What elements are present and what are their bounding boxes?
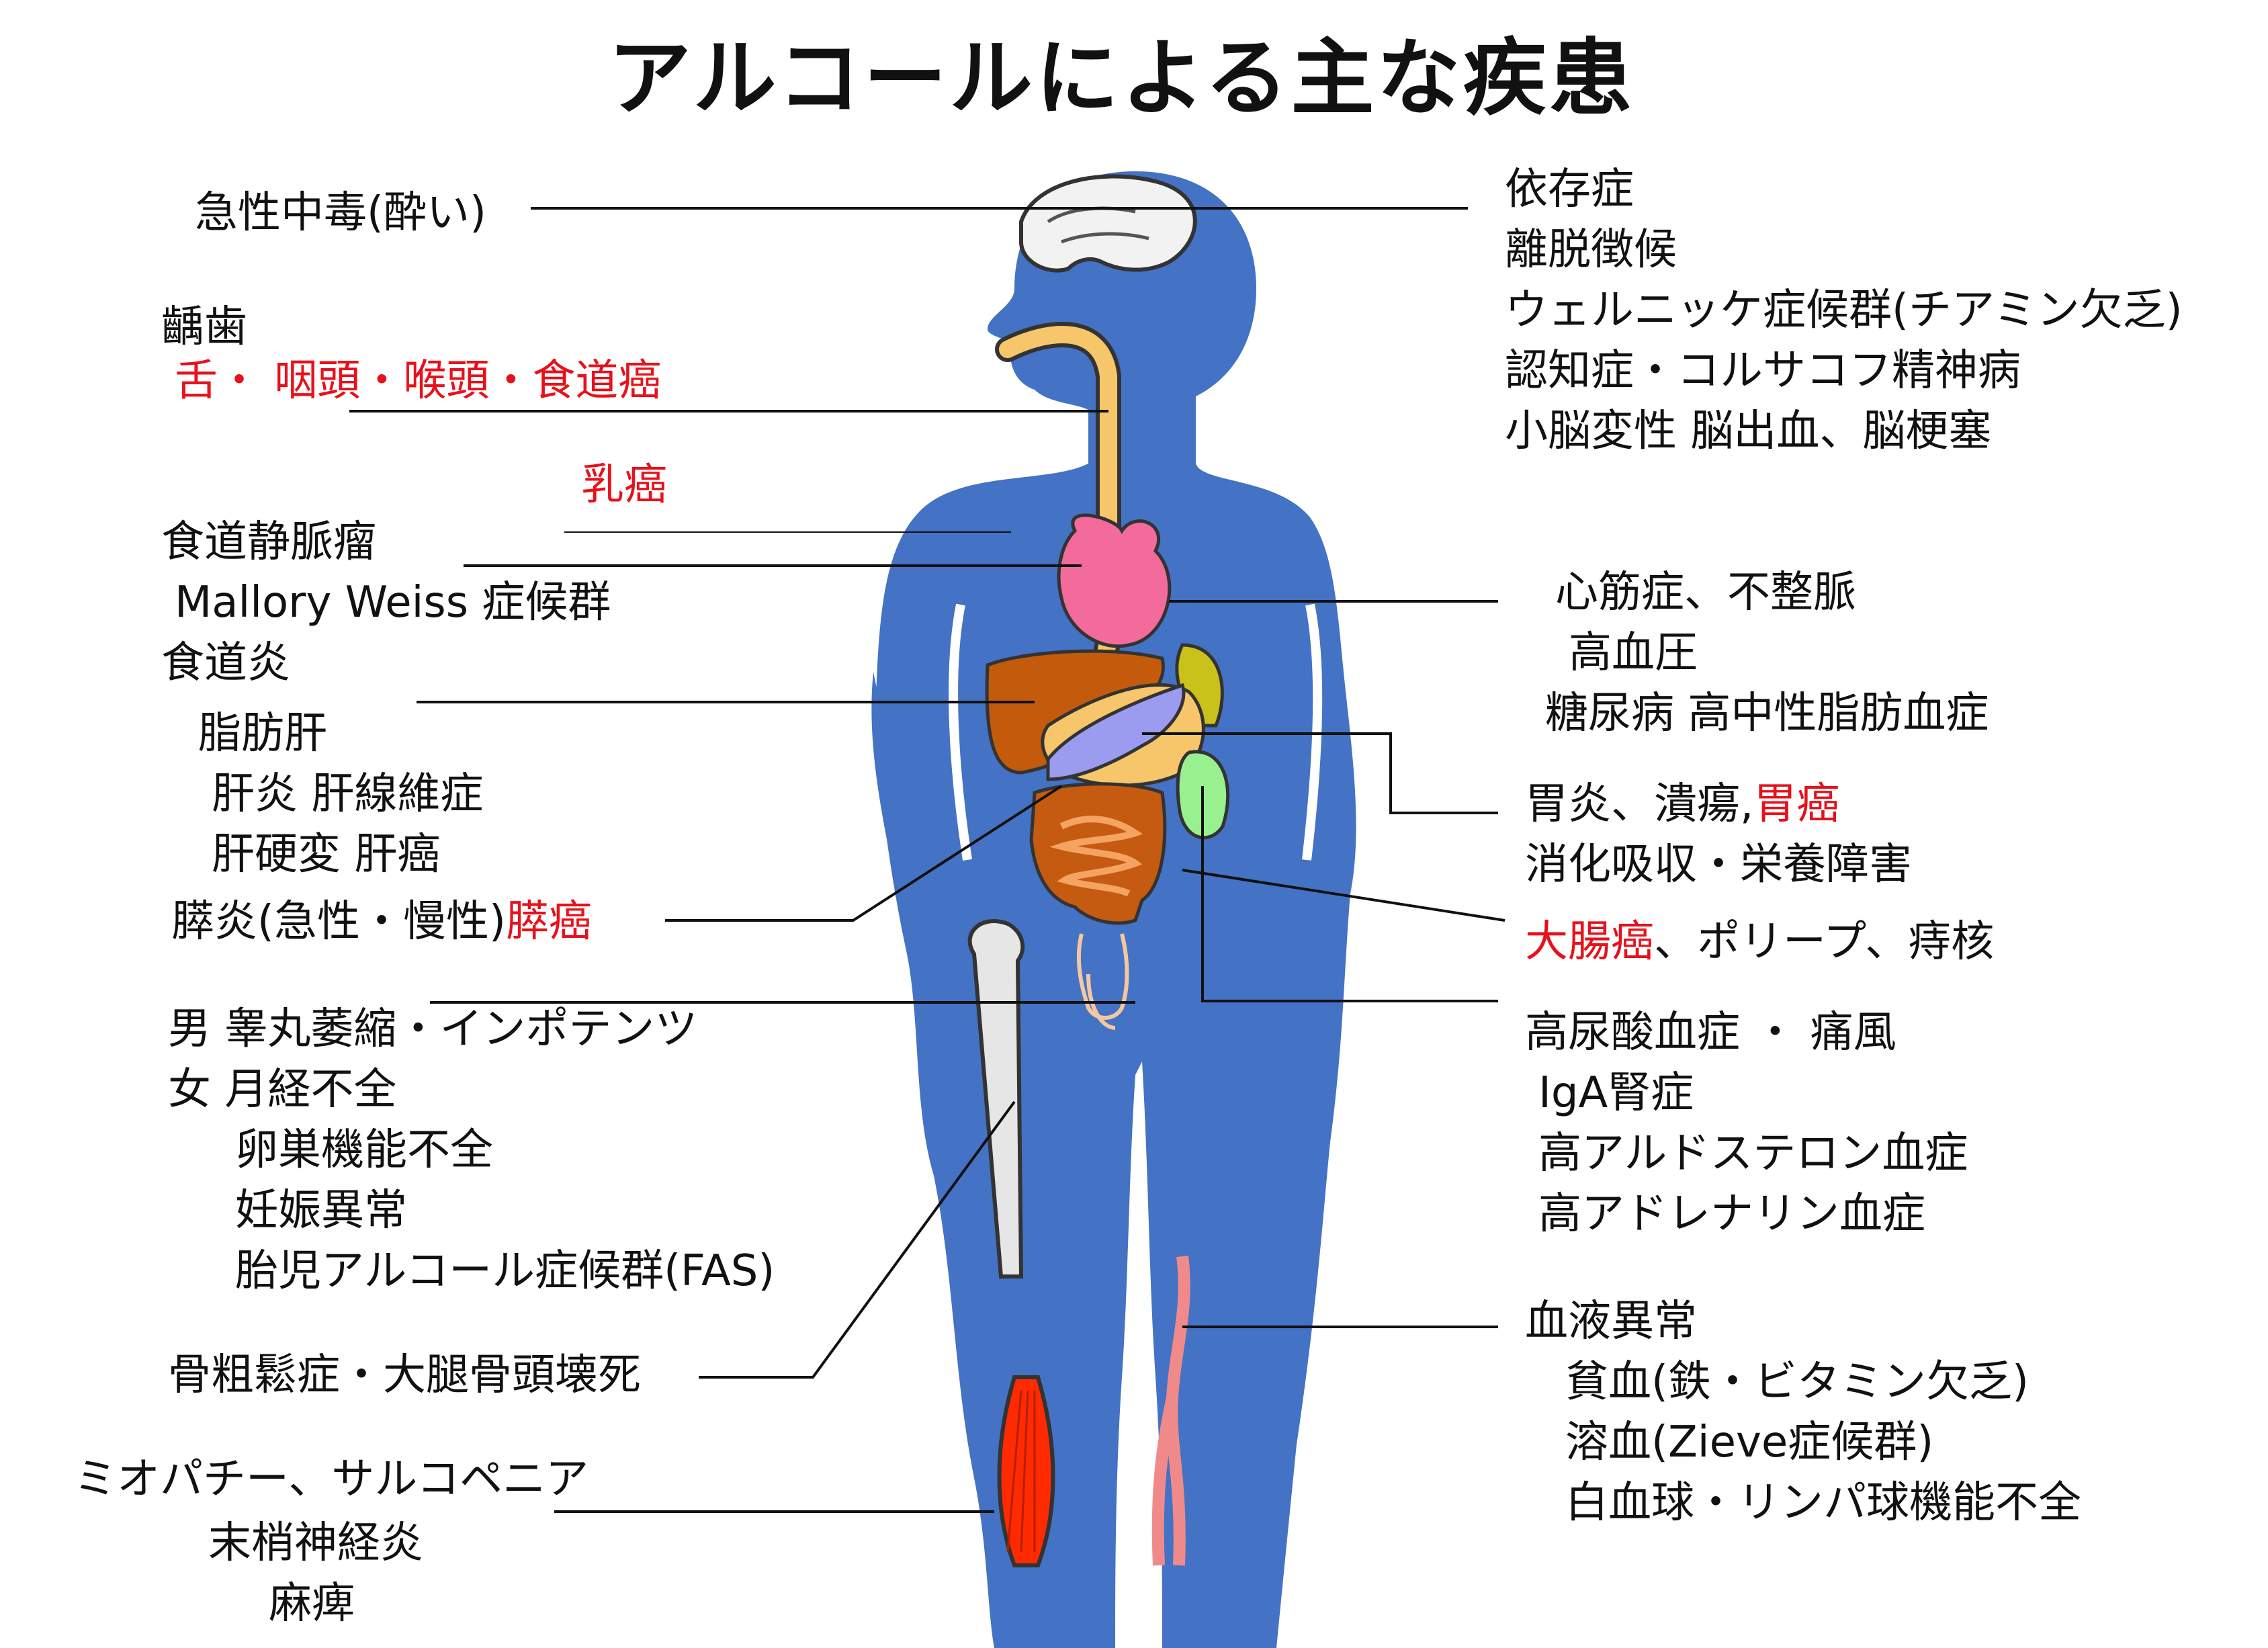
label-pancreatitis: 膵炎(急性・慢性)膵癌: [171, 900, 592, 943]
muscle-icon: [997, 1375, 1055, 1567]
left-arm-gap: [949, 603, 972, 861]
muscle-fiber-lines: [1006, 1390, 1036, 1553]
label-esophagitis: 食道炎: [161, 638, 290, 688]
leader-gastric: [1142, 732, 1498, 814]
small-intestine-icon: [1049, 816, 1143, 897]
label-anemia: 貧血(鉄・ビタミン欠乏): [1565, 1357, 2029, 1407]
label-paralysis: 麻痺: [269, 1579, 355, 1629]
label-cardiomyopathy: 心筋症、不整脈: [1555, 568, 1856, 617]
label-gastritis: 胃炎、潰瘍,胃癌: [1525, 783, 1839, 826]
label-dementia: 認知症・コルサコフ精神病: [1505, 346, 2021, 396]
pancreatitis-text: 膵炎(急性・慢性): [171, 897, 506, 947]
genital-icon: [1086, 973, 1116, 1030]
label-aldosteronism: 高アルドステロン血症: [1538, 1129, 1968, 1178]
polyp-text: 、ポリープ、痔核: [1654, 917, 1995, 967]
label-cirrhosis: 肝硬変 肝癌: [212, 830, 441, 879]
label-hypertension: 高血圧: [1569, 628, 1698, 678]
label-osteoporosis: 骨粗鬆症・大腿骨頭壊死: [168, 1350, 641, 1400]
gastritis-text: 胃炎、潰瘍,: [1525, 779, 1754, 829]
label-hepatitis: 肝炎 肝線維症: [212, 769, 484, 819]
right-arm-gap: [1302, 603, 1323, 861]
label-myopathy: ミオパチー、サルコペニア: [74, 1455, 589, 1504]
label-withdrawal: 離脱徴候: [1505, 225, 1677, 275]
brain-icon: [1019, 174, 1197, 273]
label-cerebellar: 小脳変性 脳出血、脳梗塞: [1505, 406, 1992, 456]
blood-vessel-branch: [1151, 1396, 1178, 1566]
heart-icon: [1057, 513, 1172, 648]
label-blood-abnormality: 血液異常: [1525, 1297, 1697, 1346]
leader-pancreas: [665, 785, 1063, 922]
label-dependence: 依存症: [1505, 165, 1634, 214]
label-wbc: 白血球・リンパ球機能不全: [1565, 1478, 2081, 1528]
label-adrenaline: 高アドレナリン血症: [1538, 1189, 1925, 1239]
gastric-cancer-text: 胃癌: [1753, 779, 1840, 829]
label-mallory-weiss: Mallory Weiss 症候群: [175, 578, 611, 627]
label-neuritis: 末梢神経炎: [208, 1518, 423, 1568]
label-diabetes: 糖尿病 高中性脂肪血症: [1545, 689, 1989, 738]
label-acute-intoxication: 急性中毒(酔い): [195, 188, 486, 238]
label-female: 女 月経不全: [168, 1065, 397, 1115]
label-caries: 齲歯: [161, 302, 247, 352]
label-iga-nephropathy: IgA腎症: [1538, 1068, 1694, 1118]
leader-lines: [349, 207, 1506, 1513]
label-hyperuricemia: 高尿酸血症 ・ 痛風: [1525, 1008, 1896, 1057]
pancreatic-cancer-text: 膵癌: [505, 897, 592, 947]
leader-renal: [1201, 786, 1498, 1002]
label-ovary: 卵巣機能不全: [235, 1125, 493, 1175]
leader-bone: [699, 1100, 1016, 1379]
label-fas: 胎児アルコール症候群(FAS): [235, 1246, 775, 1296]
pancreas-icon: [1046, 683, 1186, 781]
leader-colon: [1182, 869, 1506, 922]
femur-icon: [967, 919, 1025, 1278]
label-oral-cancer: 舌・ 咽頭・喉頭・食道癌: [175, 356, 662, 406]
label-hemolysis: 溶血(Zieve症候群): [1565, 1418, 1934, 1467]
label-breast-cancer: 乳癌: [581, 460, 667, 510]
colon-cancer-text: 大腸癌: [1525, 917, 1654, 967]
urinary-icon: [1076, 933, 1129, 1020]
page-title: アルコールによる主な疾患: [608, 30, 1635, 127]
label-esophageal-varices: 食道静脈瘤: [161, 517, 376, 567]
label-male: 男 睾丸萎縮・インポテンツ: [168, 1004, 698, 1054]
label-wernicke: ウェルニッケ症候群(チアミン欠乏): [1505, 286, 2183, 335]
label-colon-cancer: 大腸癌、ポリープ、痔核: [1525, 920, 1994, 963]
label-malabsorption: 消化吸収・栄養障害: [1525, 840, 1912, 890]
label-fatty-liver: 脂肪肝: [198, 709, 327, 758]
label-pregnancy: 妊娠異常: [235, 1186, 407, 1235]
